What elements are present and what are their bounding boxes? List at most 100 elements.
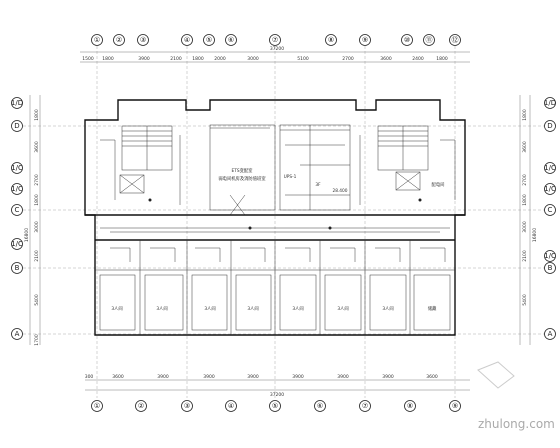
dim-text: 1800 bbox=[102, 56, 114, 62]
dim-text: 2100 bbox=[170, 56, 182, 62]
dim-text: 2100 bbox=[522, 250, 528, 262]
dim-text: 3600 bbox=[522, 141, 528, 153]
building-walls bbox=[84, 99, 466, 336]
stair-treads-right bbox=[378, 126, 428, 170]
axis-marker: ⑥ bbox=[225, 34, 237, 46]
svg-text:⑨: ⑨ bbox=[452, 402, 458, 410]
svg-text:1/C: 1/C bbox=[11, 240, 23, 248]
axis-marker: 1/D bbox=[11, 97, 23, 109]
dim-text: 1500 bbox=[82, 56, 94, 62]
dim-text: 1700 bbox=[34, 334, 40, 346]
axis-marker: ④ bbox=[181, 34, 193, 46]
axis-marker: D bbox=[544, 120, 556, 132]
dim-text: 3900 bbox=[292, 374, 304, 380]
right-axis-markers: 1/D D 1/C 1/C C 1/C B A bbox=[544, 97, 556, 340]
level-value: 28.400 bbox=[332, 188, 347, 194]
dim-text: 3900 bbox=[247, 374, 259, 380]
axis-marker: ② bbox=[135, 400, 147, 412]
svg-text:①: ① bbox=[94, 402, 100, 410]
svg-text:⑥: ⑥ bbox=[228, 36, 234, 44]
dim-text: 300 bbox=[85, 374, 94, 380]
svg-text:⑫: ⑫ bbox=[452, 36, 459, 44]
dim-text: 5400 bbox=[34, 294, 40, 306]
watermark-text: zhulong.com bbox=[478, 417, 555, 431]
svg-text:⑪: ⑪ bbox=[426, 36, 433, 44]
axis-marker: ⑪ bbox=[423, 34, 435, 46]
dorm-room-label: 储藏 bbox=[428, 305, 437, 312]
dim-text: 1800 bbox=[192, 56, 204, 62]
dim-text: 3000 bbox=[522, 221, 528, 233]
dim-text: 1800 bbox=[522, 109, 528, 121]
svg-text:②: ② bbox=[116, 36, 122, 44]
dim-text: 3900 bbox=[138, 56, 150, 62]
dim-text: 1800 bbox=[34, 109, 40, 121]
dim-total: 16800 bbox=[532, 228, 538, 242]
axis-marker: ① bbox=[91, 400, 103, 412]
axis-marker: ③ bbox=[181, 400, 193, 412]
axis-marker: 1/C bbox=[544, 183, 556, 195]
dim-total: 37200 bbox=[270, 46, 284, 52]
axis-grid-lines bbox=[23, 46, 544, 398]
axis-marker: C bbox=[11, 204, 23, 216]
svg-text:D: D bbox=[14, 122, 19, 130]
level-label: 3F bbox=[315, 182, 321, 188]
dorm-room-label: 3人间 bbox=[337, 305, 348, 312]
dim-text: 2100 bbox=[34, 250, 40, 262]
axis-marker: ② bbox=[113, 34, 125, 46]
axis-marker: 1/C bbox=[11, 183, 23, 195]
svg-text:⑩: ⑩ bbox=[404, 36, 410, 44]
svg-text:⑨: ⑨ bbox=[362, 36, 368, 44]
svg-text:1/D: 1/D bbox=[11, 99, 23, 107]
svg-text:C: C bbox=[15, 206, 20, 214]
svg-text:1/C: 1/C bbox=[11, 164, 23, 172]
svg-text:B: B bbox=[15, 264, 20, 272]
svg-text:⑤: ⑤ bbox=[206, 36, 212, 44]
axis-marker: ⑦ bbox=[269, 34, 281, 46]
axis-marker: ⑤ bbox=[203, 34, 215, 46]
svg-text:⑦: ⑦ bbox=[362, 402, 368, 410]
svg-text:①: ① bbox=[94, 36, 100, 44]
svg-text:A: A bbox=[548, 330, 553, 338]
axis-marker: ⑫ bbox=[449, 34, 461, 46]
axis-marker: ⑩ bbox=[401, 34, 413, 46]
dim-text: 5400 bbox=[522, 294, 528, 306]
svg-text:1/C: 1/C bbox=[544, 164, 556, 172]
dim-text: 3000 bbox=[34, 221, 40, 233]
stair-treads-left bbox=[122, 126, 172, 170]
axis-marker: ⑧ bbox=[325, 34, 337, 46]
room-labels: ETS变配室 弱电间机房及消防值班室 UPS-1 3F 28.400 配电间 3… bbox=[111, 167, 444, 312]
dim-text: 3900 bbox=[382, 374, 394, 380]
svg-text:⑧: ⑧ bbox=[407, 402, 413, 410]
axis-marker: 1/C bbox=[544, 162, 556, 174]
svg-text:②: ② bbox=[138, 402, 144, 410]
axis-marker: ⑨ bbox=[449, 400, 461, 412]
bottom-axis-markers: ① ② ③ ④ ⑤ ⑥ ⑦ ⑧ ⑨ bbox=[91, 400, 461, 412]
svg-text:⑧: ⑧ bbox=[328, 36, 334, 44]
dim-text: 3000 bbox=[247, 56, 259, 62]
top-axis-markers: ① ② ③ ④ ⑤ ⑥ ⑦ ⑧ ⑨ ⑩ ⑪ ⑫ bbox=[91, 34, 461, 46]
dim-text: 2700 bbox=[34, 174, 40, 186]
watermark: zhulong.com bbox=[477, 361, 555, 431]
left-axis-markers: 1/D D 1/C 1/C C 1/C B A bbox=[11, 97, 23, 340]
svg-text:B: B bbox=[548, 264, 553, 272]
axis-marker: ③ bbox=[137, 34, 149, 46]
svg-text:⑦: ⑦ bbox=[272, 36, 278, 44]
dim-text: 1800 bbox=[34, 194, 40, 206]
axis-marker: D bbox=[11, 120, 23, 132]
axis-marker: B bbox=[11, 262, 23, 274]
electrical-wiring bbox=[100, 127, 456, 262]
svg-text:③: ③ bbox=[184, 402, 190, 410]
dim-total: 16800 bbox=[24, 228, 30, 242]
dim-text: 5100 bbox=[297, 56, 309, 62]
dorm-room-label: 3人间 bbox=[247, 305, 258, 312]
axis-marker: ⑧ bbox=[404, 400, 416, 412]
axis-marker: ① bbox=[91, 34, 103, 46]
dorm-room-label: 3人间 bbox=[382, 305, 393, 312]
dim-text: 3900 bbox=[203, 374, 215, 380]
dim-text: 3900 bbox=[157, 374, 169, 380]
dim-text: 3600 bbox=[112, 374, 124, 380]
axis-marker: ⑤ bbox=[269, 400, 281, 412]
dim-text: 1800 bbox=[436, 56, 448, 62]
dorm-room-label: 3人间 bbox=[156, 305, 167, 312]
